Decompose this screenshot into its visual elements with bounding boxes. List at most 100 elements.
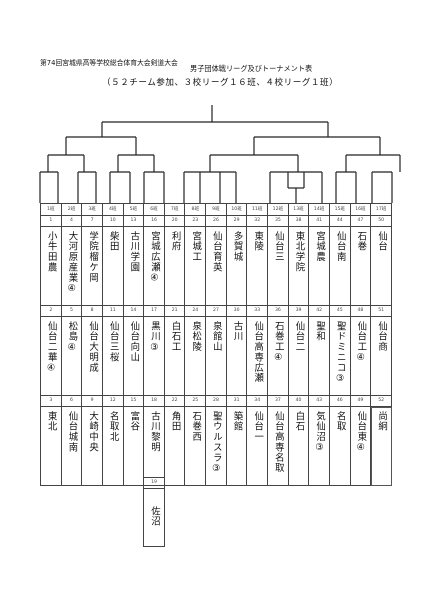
team-number: 45 [328,305,351,317]
team-name: 石巻 [355,231,367,252]
team-cell: 古川黎明 [143,406,165,486]
team-name: 学院榴ケ岡 [87,231,99,283]
team-name: 仙台二 [293,321,305,353]
team-cell: 松島④ [60,316,83,396]
group-label: 10班 [225,203,248,216]
team-cell: 仙台向山 [122,316,145,396]
team-number: 34 [246,395,269,407]
team-number: 22 [163,395,186,407]
team-number: 40 [287,395,310,407]
team-name: 仙台三桜 [107,321,119,363]
team-cell: 仙台商 [370,316,392,396]
team-number: 1 [40,215,62,227]
team-number: 33 [246,305,269,317]
team-cell: 富谷 [122,406,145,486]
team-cell: 仙台南 [328,226,351,306]
group-label: 6班 [143,203,165,216]
team-name: 東北 [45,411,57,432]
team-number: 16 [143,215,165,227]
event-title: 第74回宮城県高等学校総合体育大会剣道大会 [40,59,178,67]
team-name: 名取 [334,411,346,432]
team-name: 大河原産業④ [66,231,78,295]
team-cell: 仙台城南 [60,406,83,486]
team-name: 黒川③ [148,321,160,354]
team-number: 20 [163,215,186,227]
extra-team-cell: 佐沼 [143,488,165,547]
team-number: 24 [184,305,207,317]
team-cell: 黒川③ [143,316,165,396]
group-label: 11班 [246,203,269,216]
sub-title: （５２チーム参加、３校リーグ１６班、４校リーグ１班） [102,78,339,88]
group-label: 16班 [349,203,372,216]
team-number: 7 [81,215,103,227]
team-number: 38 [287,215,310,227]
team-cell: 白石 [287,406,310,486]
team-cell: 東陵 [246,226,269,306]
team-cell: 宮城工 [184,226,207,306]
team-cell: 古川 [225,316,248,396]
team-cell: 仙台二華④ [40,316,62,396]
team-name-row: 東北 仙台城南 大崎中央 名取北 富谷 古川黎明 角田 石巻西 聖ウルスラ③ 築… [40,406,392,486]
team-number: 4 [60,215,83,227]
group-label: 3班 [81,203,103,216]
team-cell: 大崎中央 [81,406,103,486]
team-name: 仙台南 [334,231,346,263]
team-cell: 石巻 [349,226,372,306]
team-number: 42 [308,305,330,317]
team-number: 5 [60,305,83,317]
team-cell: 仙台高専広瀬 [246,316,269,396]
team-cell: 東北学院 [287,226,310,306]
team-name: 仙台大明成 [87,321,99,373]
team-name: 仙台工④ [355,321,367,365]
team-number: 21 [163,305,186,317]
team-name: 白石 [293,411,305,432]
team-name: 築館 [231,411,243,432]
team-name: 仙台育英 [210,231,222,273]
team-name: 仙台一 [252,411,264,443]
group-label: 17班 [370,203,392,216]
team-number: 10 [101,215,124,227]
team-number: 41 [308,215,330,227]
group-label: 7班 [163,203,186,216]
team-cell: 古川学園 [122,226,145,306]
team-name: 気仙沼③ [314,411,326,455]
team-cell: 仙台 [370,226,392,306]
extra-team-number: 19 [143,477,165,489]
team-name: 多賀城 [231,231,243,263]
team-name: 仙台三 [272,231,284,263]
team-cell: 仙台大明成 [81,316,103,396]
team-name: 宮城工 [190,231,202,263]
team-cell: 学院榴ケ岡 [81,226,103,306]
team-name: 東北学院 [293,231,305,273]
team-number: 48 [349,305,372,317]
team-number: 36 [267,305,289,317]
team-cell: 聖和 [308,316,330,396]
team-number: 14 [122,305,145,317]
team-number: 51 [370,305,392,317]
group-label: 8班 [184,203,207,216]
main-title: 男子団体戦リーグ及びトーナメント表 [190,64,313,73]
team-name-row: 仙台二華④ 松島④ 仙台大明成 仙台三桜 仙台向山 黒川③ 白石工 泉松陵 泉館… [40,316,392,396]
team-cell: 東北 [40,406,62,486]
team-name: 泉館山 [210,321,222,353]
team-name: 宮城広瀬④ [148,231,160,285]
team-number: 46 [328,395,351,407]
team-number: 30 [225,305,248,317]
team-cell: 泉館山 [205,316,227,396]
team-cell: 小牛田農 [40,226,62,306]
team-number-row: 2 5 8 11 14 17 21 24 27 30 33 36 39 42 4… [40,305,392,317]
team-name: 古川 [231,321,243,342]
team-cell: 白石工 [163,316,186,396]
team-name: 聖ウルスラ③ [210,411,222,475]
team-name: 仙台城南 [66,411,78,453]
group-label: 13班 [287,203,310,216]
team-number: 32 [246,215,269,227]
team-cell: 築館 [225,406,248,486]
team-number: 27 [205,305,227,317]
team-name-row: 小牛田農 大河原産業④ 学院榴ケ岡 柴田 古川学園 宮城広瀬④ 利府 宮城工 仙… [40,226,392,306]
team-name: 仙台二華④ [45,321,57,375]
team-cell: 宮城農 [308,226,330,306]
team-number: 31 [225,395,248,407]
team-number: 8 [81,305,103,317]
team-name: 尚絅 [376,411,388,432]
